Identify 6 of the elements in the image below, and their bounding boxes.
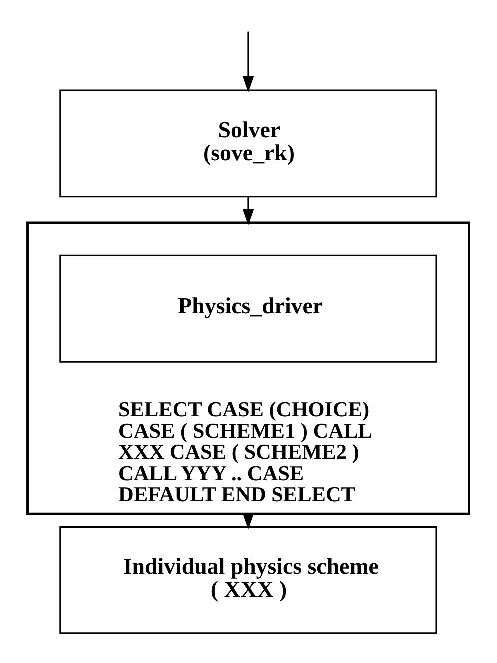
- node-box: Solver (sove_rk): [60, 89, 438, 198]
- node-box: Individual physics scheme ( XXX ): [60, 526, 438, 634]
- arrow: [242, 31, 254, 92]
- node-box: Physics_driver: [60, 254, 438, 362]
- arrow: [242, 196, 254, 225]
- arrow: [242, 512, 254, 530]
